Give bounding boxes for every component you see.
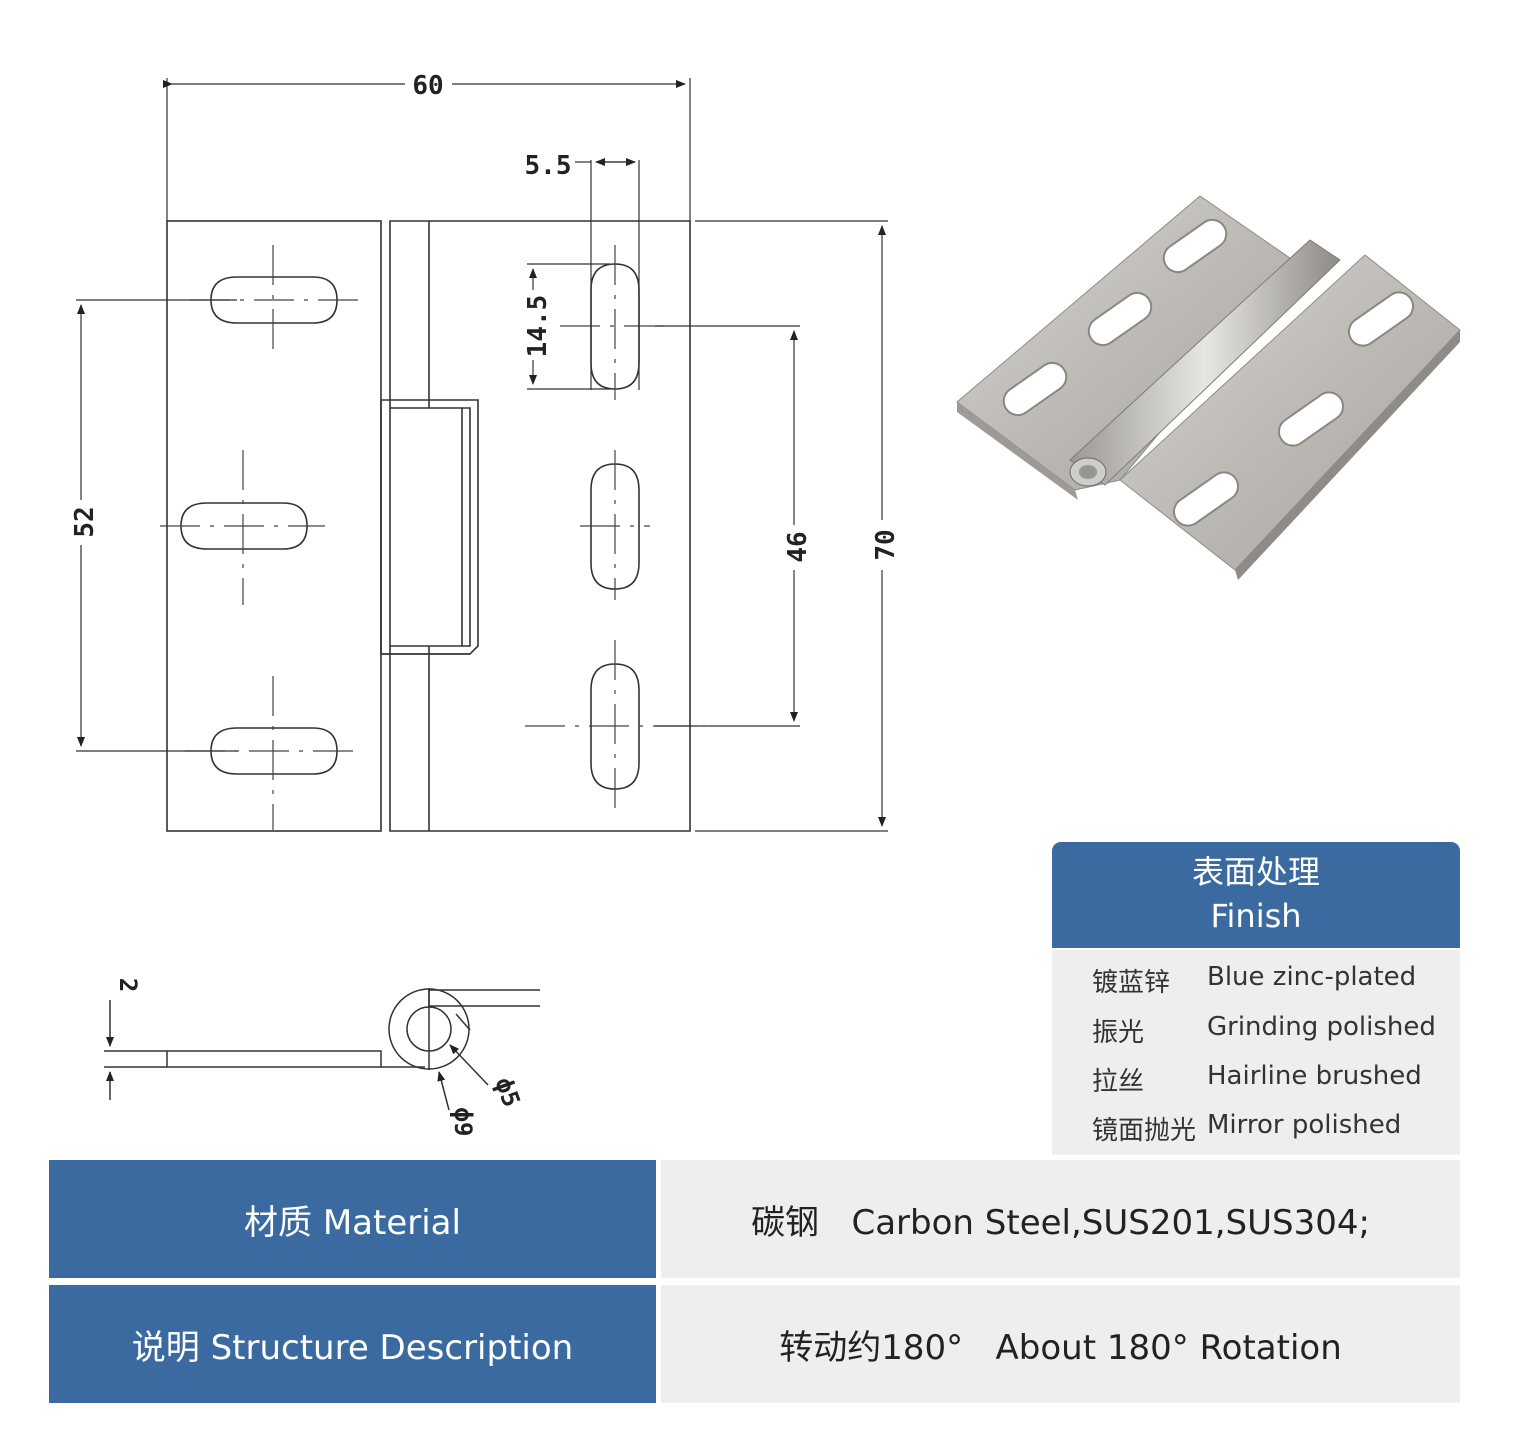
dim-slot-width-label: 5.5 (525, 151, 572, 181)
finish-title-zh: 表面处理 (1191, 853, 1320, 891)
dim-height-label: 70 (871, 529, 901, 560)
side-left-leaf (166, 1050, 382, 1068)
front-view-drawing: 60 5.5 14.5 52 46 70 (70, 71, 901, 832)
finish-header: 表面处理 Finish (1052, 842, 1460, 948)
finish-option: 拉丝 Hairline brushed (1052, 1051, 1460, 1100)
hinge-product-image (956, 195, 1461, 580)
structure-value-cell: 转动约180° About 180° Rotation (661, 1285, 1460, 1403)
dim-slot-length-label: 14.5 (523, 295, 553, 358)
left-slot-middle (180, 502, 308, 550)
finish-option-en: Blue zinc-plated (1207, 962, 1417, 992)
dim-thickness-label: 2 (114, 978, 142, 992)
finish-option-zh: 振光 (1092, 1018, 1145, 1048)
left-slot-top (210, 276, 338, 324)
dim-right-span-label: 46 (783, 531, 813, 562)
finish-option-en: Mirror polished (1207, 1110, 1402, 1140)
dim-width-label: 60 (412, 71, 443, 101)
dim-left-span-label: 52 (70, 506, 100, 537)
finish-option: 镜面抛光 Mirror polished (1052, 1100, 1460, 1149)
finish-title-en: Finish (1210, 897, 1302, 935)
finish-option-zh: 镀蓝锌 (1092, 968, 1171, 998)
right-slot-bottom (590, 663, 640, 790)
finish-options: 镀蓝锌 Blue zinc-plated 振光 Grinding polishe… (1052, 950, 1460, 1155)
finish-option-zh: 镜面抛光 (1092, 1116, 1197, 1146)
finish-option-en: Grinding polished (1207, 1012, 1436, 1042)
side-view-drawing: 2 ϕ5 ϕ9 (104, 978, 540, 1137)
material-value-cell: 碳钢 Carbon Steel,SUS201,SUS304; (661, 1160, 1460, 1278)
material-label-cell: 材质 Material (49, 1160, 656, 1278)
left-slot-bottom (210, 727, 338, 775)
dim-knuckle-label: ϕ9 (449, 1108, 477, 1137)
dim-pin-label: ϕ5 (489, 1074, 525, 1111)
structure-label-cell: 说明 Structure Description (49, 1285, 656, 1403)
right-slot-middle (590, 463, 640, 590)
finish-option: 振光 Grinding polished (1052, 1002, 1460, 1051)
finish-option-zh: 拉丝 (1092, 1067, 1145, 1097)
finish-option: 镀蓝锌 Blue zinc-plated (1052, 952, 1460, 1001)
finish-option-en: Hairline brushed (1207, 1061, 1422, 1091)
